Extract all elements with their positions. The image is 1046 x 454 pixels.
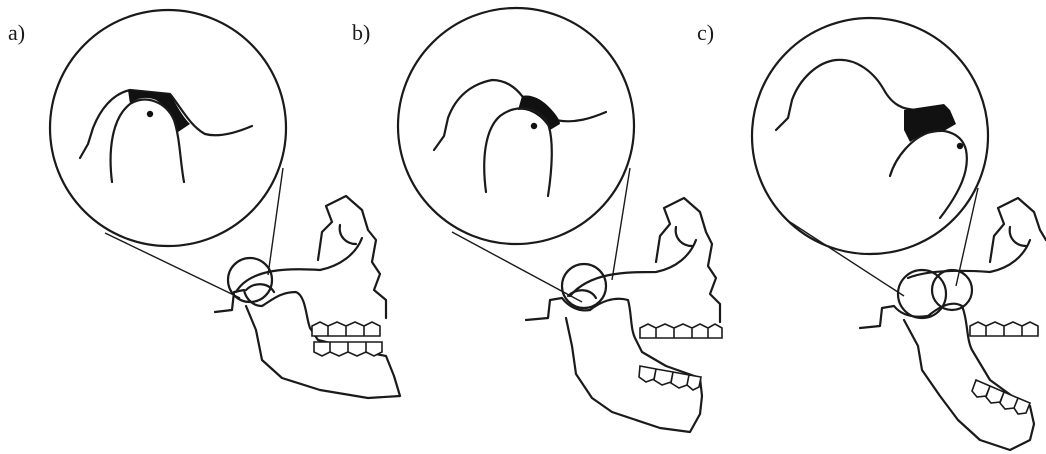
condyle-b: [484, 108, 552, 196]
maxilla-outline-c: [990, 198, 1046, 262]
lower-teeth-shapes-b: [639, 366, 701, 390]
mandible-outline-b: [526, 298, 702, 432]
lower-teeth-b: [639, 366, 701, 390]
magnifier-connector-a-left: [105, 233, 240, 298]
magnifier-circle-b: [398, 8, 634, 244]
skull-a: [215, 196, 400, 398]
zygomatic-line-b: [570, 240, 696, 296]
panel-b: [398, 8, 722, 432]
articular-disc-a: [128, 90, 190, 132]
magnifier-connector-b-right: [612, 168, 630, 280]
condyle-point-b: [531, 123, 537, 129]
orbit-line-a: [340, 225, 356, 244]
skull-c: [860, 198, 1046, 450]
magnifier-connector-c-left: [790, 222, 904, 296]
joint-circle-b: [562, 264, 606, 308]
magnifier-circle-a: [50, 10, 286, 246]
magnifier-b: [398, 8, 634, 302]
maxilla-outline-a: [318, 196, 386, 318]
condyle-c: [890, 131, 967, 218]
orbit-line-b: [676, 227, 692, 246]
fossa-line-b: [434, 80, 606, 150]
articular-disc-c: [904, 104, 956, 142]
upper-teeth-shapes-a: [312, 322, 380, 336]
magnifier-connector-a-right: [268, 168, 283, 275]
upper-teeth-b: [640, 324, 722, 338]
panel-a: [50, 10, 400, 398]
upper-teeth-shapes-c: [970, 322, 1038, 336]
lower-teeth-shapes-a: [314, 342, 382, 356]
maxilla-outline-b: [656, 198, 720, 322]
magnifier-a: [50, 10, 286, 298]
magnifier-c: [752, 18, 988, 296]
panel-c: [752, 18, 1046, 450]
upper-teeth-a: [312, 322, 380, 336]
condyle-point-c: [957, 143, 963, 149]
lower-teeth-a: [314, 342, 382, 356]
lower-teeth-c: [972, 380, 1030, 414]
skull-b: [526, 198, 722, 432]
zygomatic-line-c: [908, 240, 1030, 278]
condyle-point-a: [147, 111, 153, 117]
lower-teeth-shapes-c: [972, 380, 1030, 414]
orbit-line-c: [1010, 227, 1026, 246]
upper-teeth-shapes-b: [640, 324, 722, 338]
upper-teeth-c: [970, 322, 1038, 336]
joint-circle-c-left: [898, 270, 946, 318]
magnifier-circle-c: [752, 18, 988, 254]
